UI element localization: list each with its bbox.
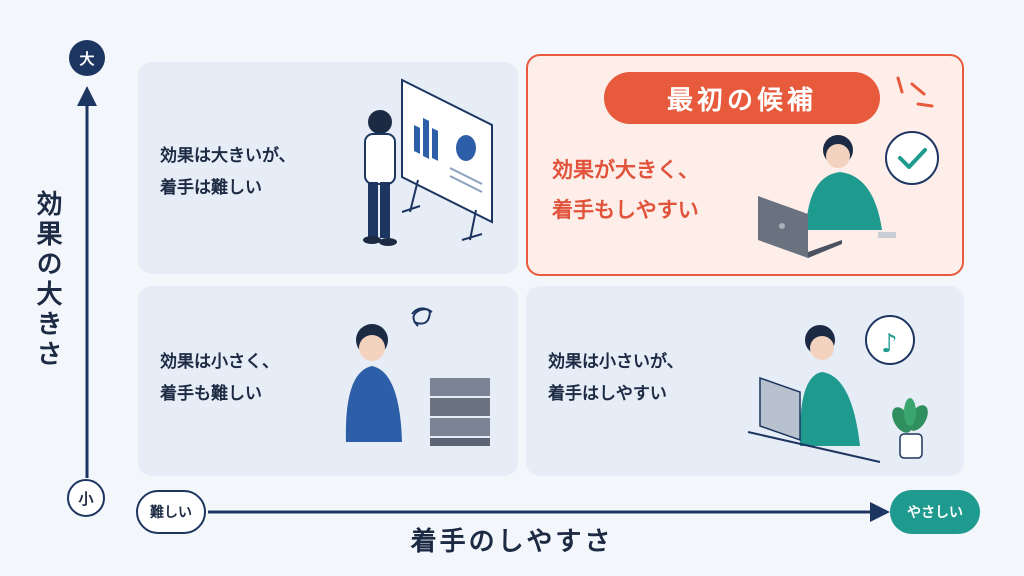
y-axis-bottom-badge: 小 — [67, 479, 105, 517]
stacked-servers-icon — [430, 378, 490, 446]
x-axis-right-badge: やさしい — [890, 490, 980, 534]
x-axis-left-badge: 難しい — [136, 490, 206, 534]
y-axis-label: 効果の大きさ — [32, 190, 62, 370]
first-candidate-badge: 最初の候補 — [604, 72, 880, 124]
quadrant-top-right-line2: 着手もしやすい — [552, 198, 699, 222]
person-laptop-icon — [806, 135, 896, 238]
quadrant-bottom-right-line2: 着手はしやすい — [548, 384, 667, 404]
laptop-icon — [758, 196, 842, 258]
quadrant-bottom-left-text: 効果は小さく、 着手も難しい — [160, 346, 279, 410]
quadrant-top-right-text: 効果が大きく、 着手もしやすい — [552, 150, 699, 230]
quadrant-top-left-line2: 着手は難しい — [160, 178, 262, 198]
y-axis-top-badge: 大 — [69, 40, 105, 76]
music-note-bubble-icon: ♪ — [865, 315, 915, 365]
quadrant-top-right-line1: 効果が大きく、 — [552, 158, 699, 182]
person-clipboard-icon — [747, 325, 881, 463]
x-axis-arrowhead — [870, 502, 890, 522]
person-confused-icon — [345, 324, 402, 442]
presentation-board-icon — [401, 78, 493, 241]
quadrant-bottom-left-line1: 効果は小さく、 — [160, 352, 279, 372]
quadrant-bottom-left-line2: 着手も難しい — [160, 384, 262, 404]
person-thinking-icon — [363, 110, 397, 246]
quadrant-top-left-text: 効果は大きいが、 着手は難しい — [160, 140, 296, 204]
clipboard-icon — [759, 376, 801, 442]
quadrant-bottom-right-line1: 効果は小さいが、 — [548, 352, 684, 372]
y-axis-arrowhead — [77, 86, 97, 106]
potted-plant-icon — [892, 398, 928, 459]
quadrant-top-left-line1: 効果は大きいが、 — [160, 146, 296, 166]
emphasis-lines-icon — [896, 76, 934, 108]
checkmark-bubble-icon — [885, 131, 939, 185]
svg-text:♪: ♪ — [881, 329, 898, 359]
x-axis-label: 着手のしやすさ — [410, 527, 614, 557]
quadrant-bottom-right-text: 効果は小さいが、 着手はしやすい — [548, 346, 684, 410]
squiggle-thought-icon — [411, 307, 433, 327]
